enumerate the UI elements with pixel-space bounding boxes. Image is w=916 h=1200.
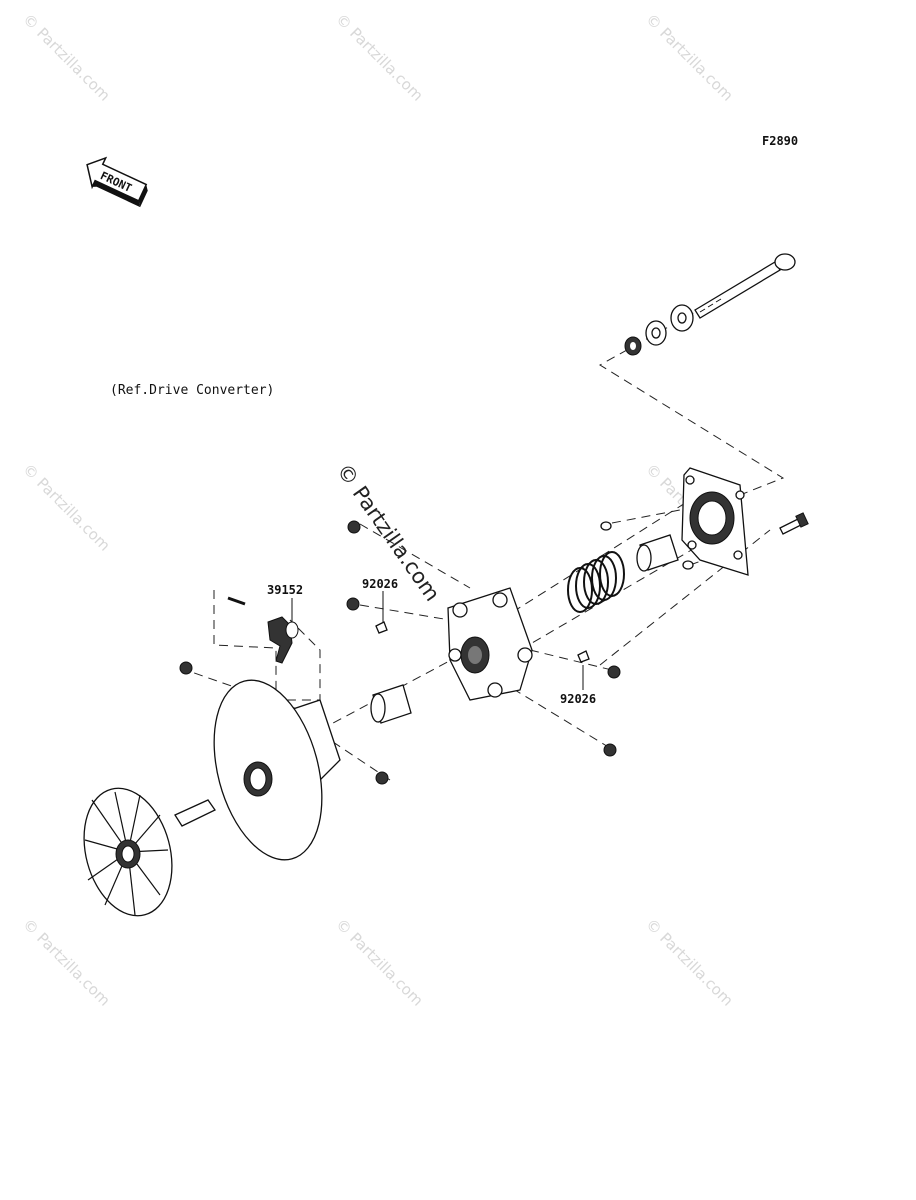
watermark-top-right: © Partzilla.com	[642, 10, 737, 105]
watermark-bottom-center: © Partzilla.com	[332, 915, 427, 1010]
washer-large	[670, 304, 694, 332]
nut-upper-mid	[347, 520, 361, 534]
diagram-code: F2890	[762, 134, 798, 148]
part-92026-left	[375, 621, 388, 634]
spider-assembly	[447, 587, 533, 701]
nut-mid	[346, 597, 360, 611]
part-92026-right	[577, 650, 590, 663]
bushing-right	[636, 534, 679, 572]
nut-bottom-mid	[375, 771, 389, 785]
pin-upper	[600, 521, 612, 531]
movable-sheave	[213, 679, 341, 861]
bushing-left	[370, 684, 412, 724]
pin-lower	[682, 560, 694, 570]
callout-39152[interactable]: 39152	[267, 583, 303, 597]
watermark-bottom-left: © Partzilla.com	[19, 915, 114, 1010]
nut-left	[179, 661, 193, 675]
fixed-sheave-fan	[83, 787, 216, 917]
reference-note: (Ref.Drive Converter)	[110, 383, 274, 398]
nut-top	[624, 336, 642, 356]
cover-plate	[681, 467, 749, 576]
callout-92026-left[interactable]: 92026	[362, 577, 398, 591]
callout-92026-right[interactable]: 92026	[560, 692, 596, 706]
part-39152-weight	[227, 596, 299, 664]
front-arrow-icon: FRONT	[86, 156, 148, 208]
bolt-top-right	[694, 253, 796, 319]
watermark-top-center: © Partzilla.com	[332, 10, 427, 105]
watermark-mid-left: © Partzilla.com	[19, 460, 114, 555]
watermark-top-left: © Partzilla.com	[19, 10, 114, 105]
spring	[567, 551, 625, 613]
nut-right-upper	[607, 665, 621, 679]
side-bolt	[779, 512, 809, 535]
watermark-bottom-right: © Partzilla.com	[642, 915, 737, 1010]
nut-right-lower	[603, 743, 617, 757]
washer-small	[645, 320, 667, 346]
